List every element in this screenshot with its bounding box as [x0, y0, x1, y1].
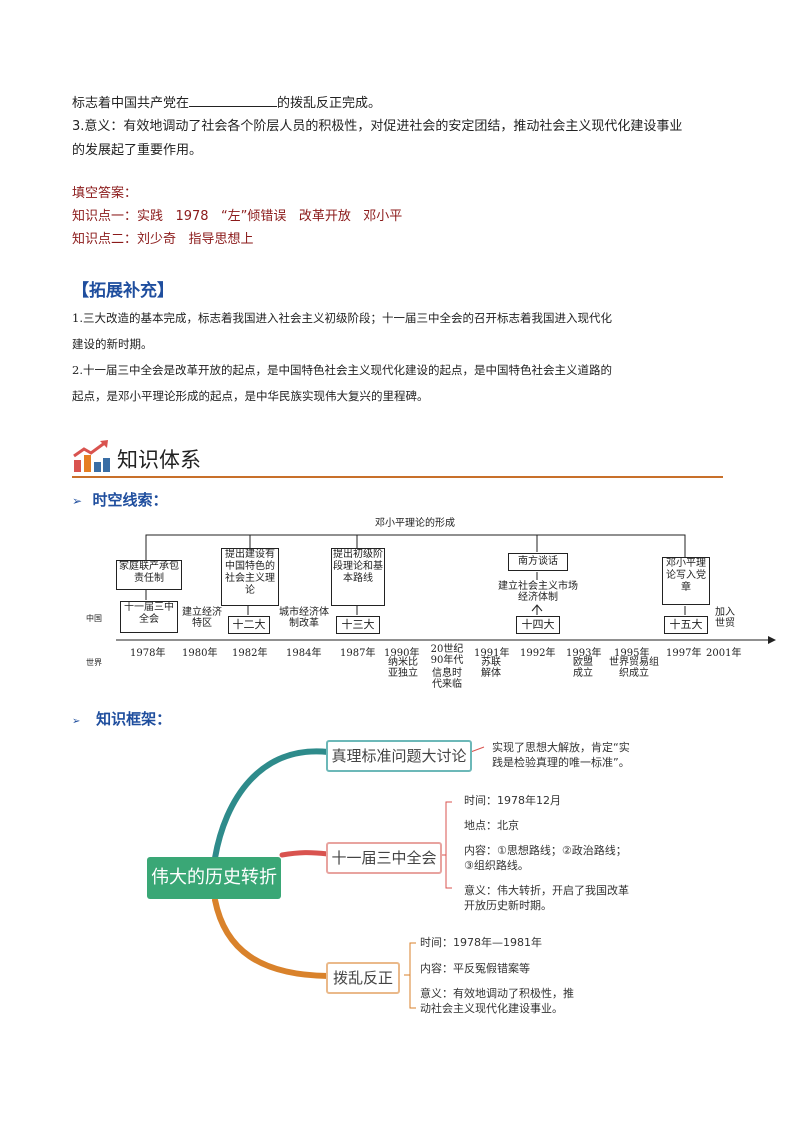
box-14th-congress: 十四大: [516, 616, 560, 634]
year-1984: 1984年: [286, 648, 322, 659]
box-southern-tour: 南方谈话: [508, 553, 568, 571]
year-1987: 1987年: [340, 648, 376, 659]
timeline-heading-text: 时空线索：: [92, 491, 168, 509]
section-title: 知识体系: [117, 448, 201, 472]
node-truth-debate-desc: 实现了思想大解放，肯定“实 践是检验真理的唯一标准”。: [492, 740, 630, 770]
answer-item: 1978: [175, 209, 209, 224]
chart-growth-icon: [72, 440, 112, 474]
box-13th-congress: 十三大: [336, 616, 380, 634]
intro-text: 标志着中国共产党在: [72, 96, 190, 111]
box-12th-congress: 十二大: [228, 616, 270, 634]
answer-item: 实践: [137, 209, 164, 224]
row-china-label: 中国: [86, 614, 102, 623]
plenum-place: 地点：北京: [464, 819, 519, 832]
box-party-constitution: 邓小平理论写入党章: [662, 557, 710, 605]
world-info-age: 信息时代来临: [432, 668, 462, 690]
year-1990: 1990年: [384, 648, 420, 659]
node-rectification: 拨乱反正: [326, 962, 400, 994]
year-1997: 1997年: [666, 648, 702, 659]
rectification-time: 时间：1978年—1981年: [420, 936, 542, 949]
intro-line-2: 3.意义：有效地调动了社会各个阶层人员的积极性，对促进社会的安定团结，推动社会主…: [72, 119, 683, 134]
content-line: 内容：①思想路线；②政治路线；: [464, 844, 627, 857]
event-wto: 加入世贸: [715, 607, 735, 629]
meaning-line: 动社会主义现代化建设事业。: [420, 1002, 563, 1015]
event-market-economy: 建立社会主义市场经济体制: [498, 581, 578, 603]
answers-label: 知识点二：: [72, 232, 138, 247]
year-1990s: 20世纪90年代: [430, 644, 464, 666]
world-wto-founded: 世界贸易组织成立: [609, 657, 659, 679]
answer-item: 邓小平: [363, 209, 403, 224]
desc-line: 践是检验真理的唯一标准”。: [492, 756, 630, 769]
year-1980: 1980年: [182, 648, 218, 659]
box-15th-congress: 十五大: [664, 616, 708, 634]
extension-line: 1.三大改造的基本完成，标志着我国进入社会主义初级阶段；十一届三中全会的召开标志…: [72, 311, 612, 325]
plenum-content: 内容：①思想路线；②政治路线； ③组织路线。: [464, 843, 627, 873]
answers-k2: 知识点二：刘少奇 指导思想上: [72, 229, 253, 251]
world-eu: 欧盟成立: [573, 657, 593, 679]
answer-item: 改革开放: [298, 209, 351, 224]
timeline-heading: ➢ 时空线索：: [72, 489, 168, 510]
extension-heading: 【拓展补充】: [72, 281, 174, 301]
event-sez: 建立经济特区: [182, 607, 222, 629]
timeline-top-label: 邓小平理论的形成: [375, 518, 455, 529]
rectification-meaning: 意义：有效地调动了积极性，推 动社会主义现代化建设事业。: [420, 986, 574, 1016]
intro-line-3: 的发展起了重要作用。: [72, 143, 203, 158]
mindmap-root: 伟大的历史转折: [147, 857, 281, 899]
year-1995: 1995年: [614, 648, 650, 659]
year-1978: 1978年: [130, 648, 166, 659]
meaning-line: 意义：伟大转折，开启了我国改革: [464, 884, 629, 897]
intro-line-1: 标志着中国共产党在 的拨乱反正完成。: [72, 92, 381, 115]
node-truth-debate: 真理标准问题大讨论: [326, 740, 472, 772]
meaning-line: 意义：有效地调动了积极性，推: [420, 987, 574, 1000]
extension-line: 起点，是邓小平理论形成的起点，是中华民族实现伟大复兴的里程碑。: [72, 389, 429, 403]
year-1991: 1991年: [474, 648, 510, 659]
answer-item: “左”倾错误: [220, 209, 287, 224]
box-third-plenum: 十一届三中全会: [120, 601, 178, 633]
desc-line: 实现了思想大解放，肯定“实: [492, 741, 630, 754]
extension-line: 2.十一届三中全会是改革开放的起点，是中国特色社会主义现代化建设的起点，是中国特…: [72, 363, 612, 377]
section-divider: [72, 476, 723, 478]
timeline-diagram: 邓小平理论的形成 家庭联产承包责任制 提出建设有中国特色的社会主义理论 提出初级…: [86, 518, 776, 690]
plenum-time: 时间：1978年12月: [464, 794, 561, 807]
plenum-meaning: 意义：伟大转折，开启了我国改革 开放历史新时期。: [464, 883, 629, 913]
arrow-bullet-icon: ➢: [72, 716, 81, 727]
arrow-bullet-icon: ➢: [72, 494, 83, 508]
answers-k1: 知识点一：实践 1978 “左”倾错误 改革开放 邓小平: [72, 206, 402, 228]
rectification-content: 内容：平反冤假错案等: [420, 962, 530, 975]
answer-item: 刘少奇: [137, 232, 177, 247]
year-1982: 1982年: [232, 648, 268, 659]
framework-heading: ➢ 知识框架：: [72, 708, 171, 729]
world-namibia: 纳米比亚独立: [388, 657, 418, 679]
answers-title: 填空答案：: [72, 186, 138, 201]
meaning-line: 开放历史新时期。: [464, 899, 552, 912]
extension-line: 建设的新时期。: [72, 337, 153, 351]
answer-item: 指导思想上: [188, 232, 254, 247]
row-world-label: 世界: [86, 658, 102, 667]
box-socialism-theory: 提出建设有中国特色的社会主义理论: [221, 548, 279, 606]
content-line: ③组织路线。: [464, 859, 529, 872]
timeline-lines: [116, 534, 776, 644]
framework-heading-text: 知识框架：: [96, 710, 172, 728]
year-1993: 1993年: [566, 648, 602, 659]
year-2001: 2001年: [706, 648, 742, 659]
intro-text: 的拨乱反正完成。: [277, 96, 382, 111]
extension-body: 1.三大改造的基本完成，标志着我国进入社会主义初级阶段；十一届三中全会的召开标志…: [72, 305, 732, 409]
node-third-plenum: 十一届三中全会: [326, 842, 442, 874]
world-ussr-dissolution: 苏联解体: [481, 657, 501, 679]
box-primary-stage: 提出初级阶段理论和基本路线: [331, 548, 385, 606]
event-urban-reform: 城市经济体制改革: [279, 607, 329, 629]
box-household-responsibility: 家庭联产承包责任制: [116, 560, 182, 590]
year-1992: 1992年: [520, 648, 556, 659]
answers-label: 知识点一：: [72, 209, 138, 224]
fill-blank[interactable]: [189, 92, 278, 107]
